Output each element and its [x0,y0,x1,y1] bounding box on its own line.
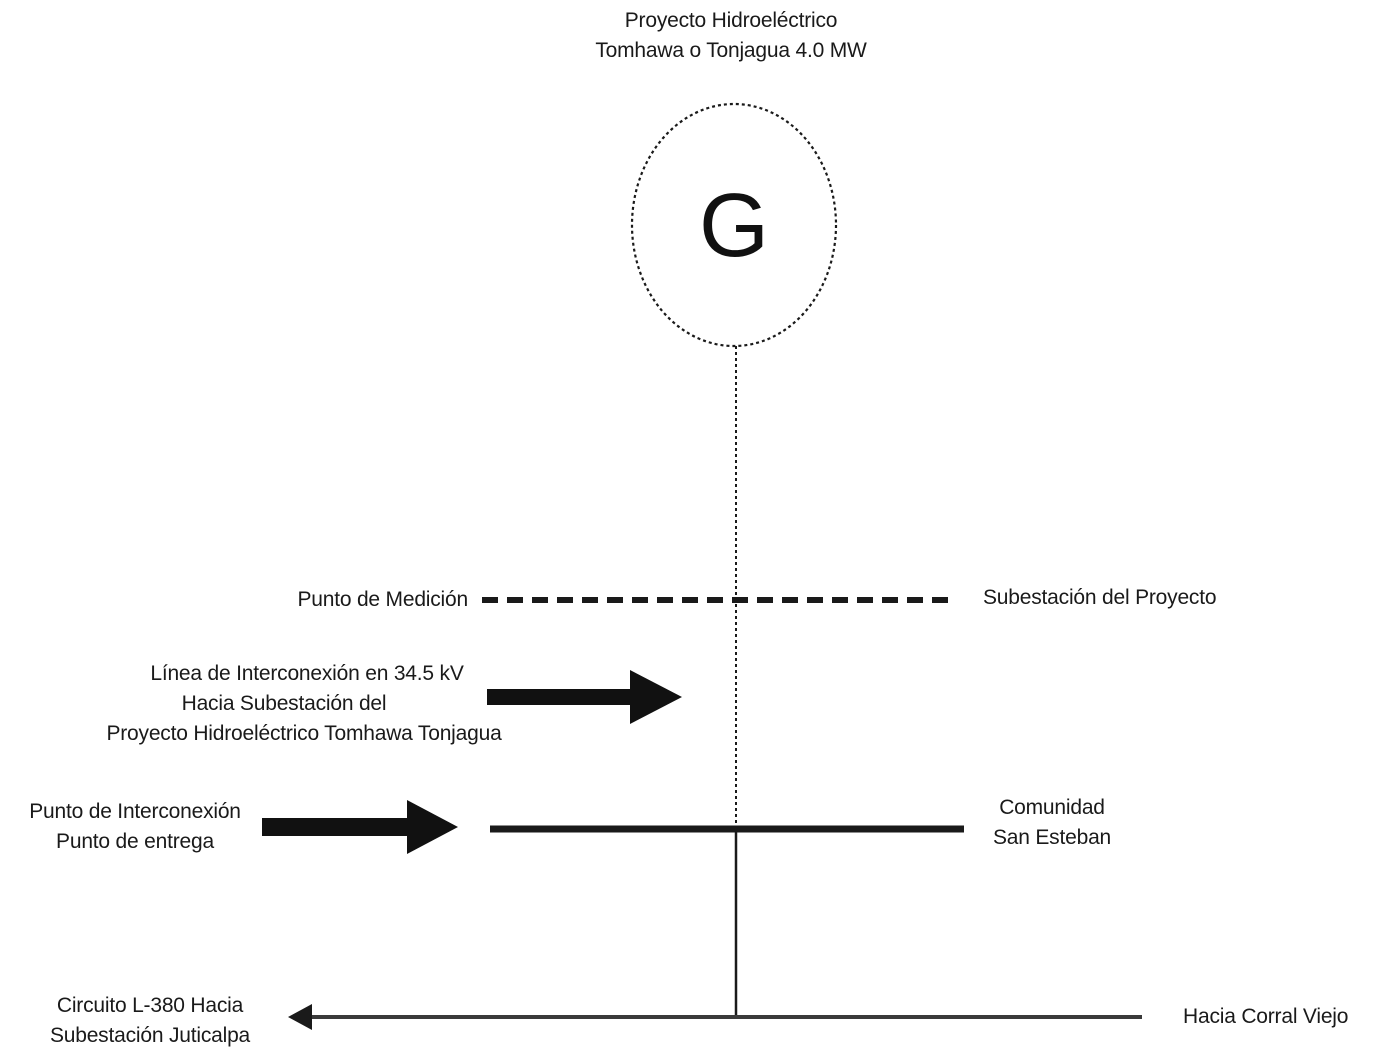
generator-symbol: G [699,176,769,276]
measurement-point-label: Punto de Medición [297,588,468,611]
circuit-label-1: Circuito L-380 Hacia [56,994,244,1017]
community-label-1: Comunidad [999,796,1105,819]
title-line-2: Tomhawa o Tonjagua 4.0 MW [595,39,867,62]
interconnection-point-arrow-icon [262,800,458,854]
interconnection-point-label-2: Punto de entrega [56,830,214,853]
interconnection-line-label-2: Hacia Subestación del [181,692,387,715]
circuit-arrow-left-icon [288,1004,312,1030]
project-substation-label: Subestación del Proyecto [983,586,1217,609]
interconnection-line-arrow-icon [487,670,682,724]
circuit-label-2: Subestación Juticalpa [49,1024,251,1047]
interconnection-point-label: Punto de Interconexión Punto de entrega [2,797,268,857]
interconnection-line-label-1: Línea de Interconexión en 34.5 kV [150,662,464,685]
interconnection-line-label-3: Proyecto Hidroeléctrico Tomhawa Tonjagua [106,722,502,745]
corral-viejo-label: Hacia Corral Viejo [1183,1005,1349,1028]
generator-circle-icon [630,102,838,348]
circuit-label: Circuito L-380 Hacia Subestación Jutical… [20,991,280,1051]
interconnection-point-label-1: Punto de Interconexión [29,800,241,823]
community-label-2: San Esteban [992,826,1112,849]
title-line-1: Proyecto Hidroeléctrico [624,9,838,32]
community-label: Comunidad San Esteban [972,793,1132,853]
diagram-title: Proyecto Hidroeléctrico Tomhawa o Tonjag… [531,6,931,66]
interconnection-line-label: Línea de Interconexión en 34.5 kV Hacia … [56,659,552,749]
